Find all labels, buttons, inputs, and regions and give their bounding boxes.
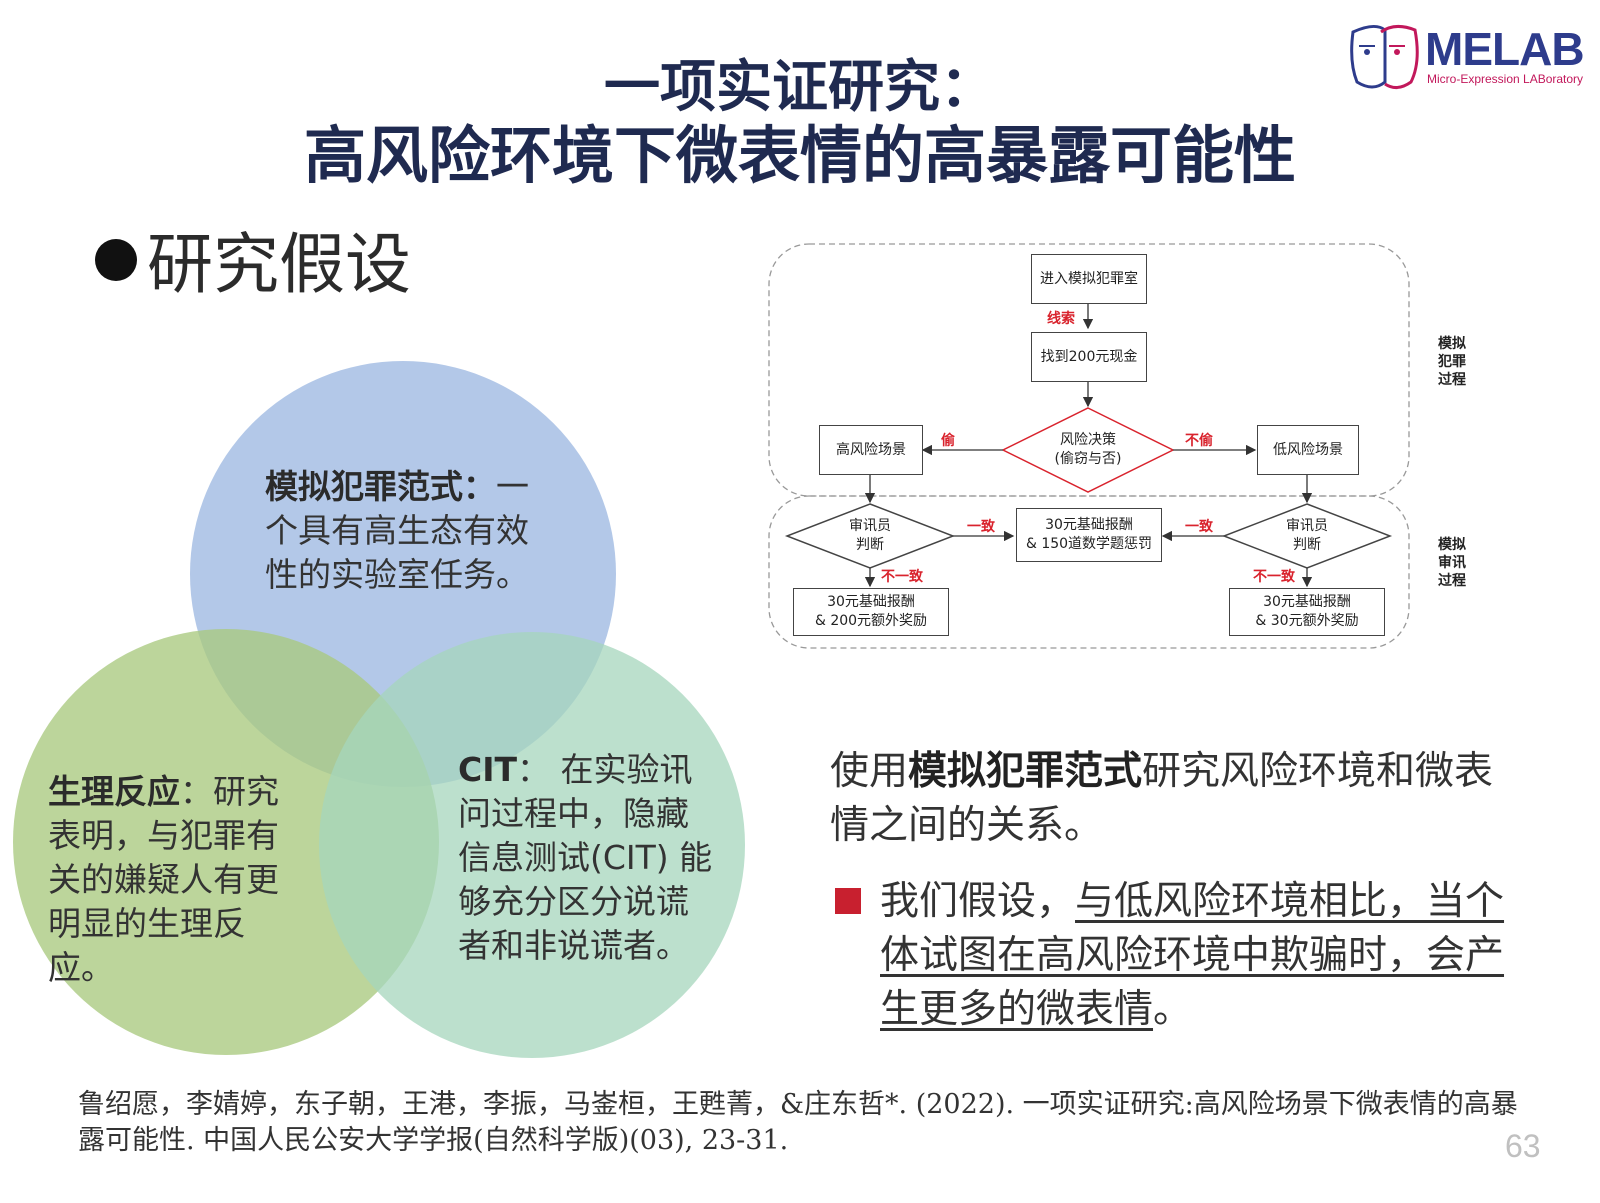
- outcome-penalty: 30元基础报酬& 150道数学题惩罚: [1016, 508, 1162, 562]
- bullet-dot-icon: [95, 239, 137, 281]
- face-logo-icon: [1350, 25, 1419, 89]
- venn-text-top: 模拟犯罪范式：一个具有高生态有效性的实验室任务。: [265, 467, 529, 594]
- venn-text-right: CIT： 在实验讯问过程中，隐藏信息测试(CIT) 能够充分区分说谎者和非说谎者…: [458, 750, 713, 965]
- step-find-cash: 找到200元现金: [1031, 332, 1147, 382]
- label-consistent-right: 一致: [1185, 519, 1213, 535]
- step-enter-room: 进入模拟犯罪室: [1031, 254, 1147, 304]
- venn-circle-left: [13, 629, 439, 1055]
- logo-subtitle: Micro-Expression LABoratory: [1427, 72, 1584, 86]
- label-not-steal: 不偷: [1185, 433, 1213, 449]
- judge-right: 审讯员判断: [1286, 518, 1328, 553]
- hypothesis-text: 我们假设，与低风险环境相比，当个体试图在高风险环境中欺骗时，会产生更多的微表情。: [880, 879, 1505, 1032]
- slide-title-line1: 一项实证研究：: [604, 55, 996, 120]
- side-label-crime: 模拟犯罪过程: [1438, 336, 1466, 388]
- reference-citation: 鲁绍愿，李婧婷，东子朝，王港，李振，马崟桓，王甦菁，&庄东哲*. (2022).…: [78, 1089, 1518, 1156]
- label-steal: 偷: [941, 433, 955, 449]
- section-heading: 研究假设: [95, 225, 411, 305]
- melab-logo: MELAB Micro-Expression LABoratory: [1345, 22, 1590, 92]
- label-clue: 线索: [1047, 311, 1075, 327]
- experiment-flowchart: 进入模拟犯罪室 线索 找到200元现金 风险决策(偷窃与否) 偷 不偷 高风险场…: [765, 240, 1485, 660]
- decision-risk: 风险决策(偷窃与否): [1054, 432, 1122, 467]
- label-consistent-left: 一致: [967, 519, 995, 535]
- logo-wordmark: MELAB: [1425, 23, 1585, 75]
- venn-circle-right: [319, 632, 745, 1058]
- label-inconsistent-left: 不一致: [881, 569, 923, 585]
- judge-left: 审讯员判断: [849, 518, 891, 553]
- section-heading-text: 研究假设: [147, 226, 411, 303]
- venn-diagram: [13, 361, 745, 1058]
- slide-title-line2: 高风险环境下微表情的高暴露可能性: [303, 119, 1296, 192]
- page-number: 63: [1505, 1128, 1541, 1164]
- scene-low-risk: 低风险场景: [1257, 425, 1359, 475]
- scene-high-risk: 高风险场景: [819, 425, 923, 475]
- study-description: 使用模拟犯罪范式研究风险环境和微表情之间的关系。: [830, 749, 1494, 848]
- flowchart-lines: [768, 243, 1410, 649]
- venn-text-left: 生理反应：研究表明，与犯罪有关的嫌疑人有更明显的生理反应。: [48, 772, 279, 987]
- side-label-interrogation: 模拟审讯过程: [1438, 537, 1466, 589]
- square-bullet-icon: [835, 888, 861, 914]
- outcome-reward-low: 30元基础报酬& 30元额外奖励: [1229, 588, 1385, 636]
- label-inconsistent-right: 不一致: [1253, 569, 1295, 585]
- outcome-reward-high: 30元基础报酬& 200元额外奖励: [793, 588, 949, 636]
